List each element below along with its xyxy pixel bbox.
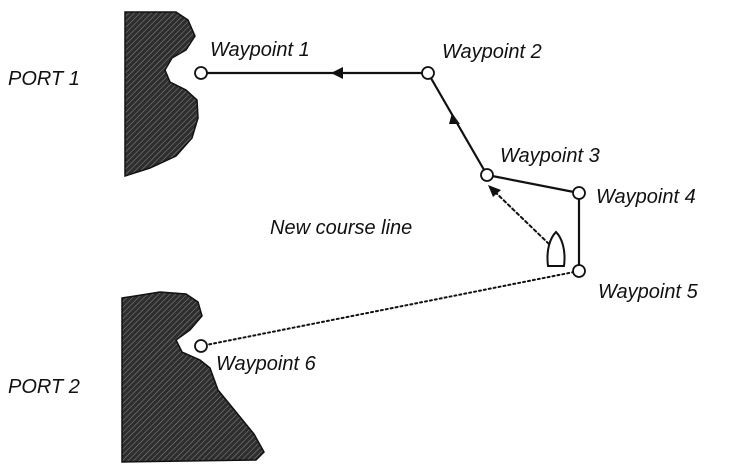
route-lines [198,71,581,347]
port1-coastline [124,11,199,178]
new-course-line-dashed [492,189,550,245]
port2-label: PORT 2 [8,376,80,398]
waypoint-2-label: Waypoint 2 [442,41,542,63]
waypoint-6-label: Waypoint 6 [216,353,317,375]
waypoint-3-label: Waypoint 3 [500,145,600,167]
waypoint-5-label: Waypoint 5 [598,281,699,303]
waypoint-4-marker [572,186,586,200]
waypoint-1-marker [194,66,208,80]
port1-label: PORT 1 [8,68,80,90]
port2-coastline [121,291,265,463]
direction-arrow-icon [331,67,343,79]
leg-wp3-wp4 [485,173,581,195]
waypoint-2-marker [421,66,435,80]
waypoint-1-label: Waypoint 1 [210,39,310,61]
waypoint-markers [194,66,586,353]
leg-wp5-wp6-dotted [200,270,580,347]
new-course-line-label: New course line [270,217,412,239]
waypoint-3-marker [480,168,494,182]
waypoint-4-label: Waypoint 4 [596,186,696,208]
ship-icon [546,230,566,267]
direction-arrow-icon [449,113,460,124]
waypoint-6-marker [194,339,208,353]
waypoint-5-marker [572,264,586,278]
new-course-arrow-icon [488,185,501,197]
